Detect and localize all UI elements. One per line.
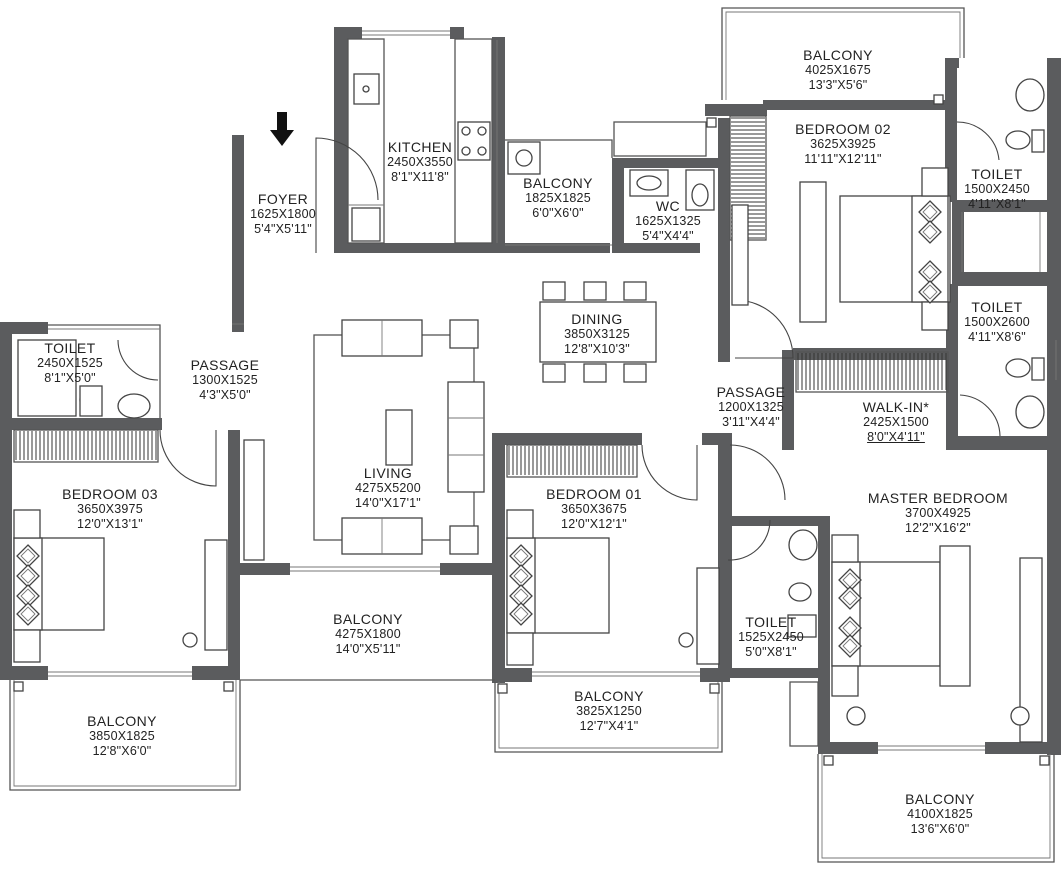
room-name: BALCONY — [905, 791, 975, 807]
room-size-metric: 1625X1325 — [635, 214, 701, 228]
room-label-bedroom-03: BEDROOM 03 3650X3975 12'0"X13'1" — [62, 487, 158, 532]
room-size-imperial: 4'11"X8'1" — [968, 197, 1026, 211]
room-label-walkin: WALK-IN* 2425X1500 8'0"X4'11" — [863, 400, 929, 445]
room-label-balcony-b03: BALCONY 3850X1825 12'8"X6'0" — [87, 714, 157, 759]
room-size-imperial: 12'7"X4'1" — [579, 719, 639, 733]
room-size-imperial: 3'11"X4'4" — [722, 415, 780, 429]
room-size-metric: 3700X4925 — [905, 506, 971, 520]
fixtures — [13, 73, 1050, 766]
room-name: WALK-IN* — [862, 399, 930, 415]
room-size-metric: 3625X3925 — [810, 137, 876, 151]
room-size-imperial: 6'0"X6'0" — [532, 206, 584, 220]
room-name: TOILET — [44, 340, 96, 356]
doors — [117, 121, 1001, 561]
room-size-metric: 1300X1525 — [192, 373, 258, 387]
room-name: PASSAGE — [716, 384, 786, 400]
room-label-passage-left: PASSAGE 1300X1525 4'3"X5'0" — [191, 358, 260, 403]
room-name: TOILET — [745, 614, 797, 630]
room-name: TOILET — [971, 299, 1023, 315]
room-size-metric: 2450X1525 — [37, 356, 103, 370]
room-label-bedroom-02: BEDROOM 02 3625X3925 11'11"X12'11" — [795, 122, 891, 167]
room-label-foyer: FOYER 1625X1800 5'4"X5'11" — [250, 192, 316, 237]
room-name: FOYER — [257, 191, 309, 207]
room-label-balcony-b01: BALCONY 3825X1250 12'7"X4'1" — [574, 689, 644, 734]
room-name: BALCONY — [333, 611, 403, 627]
room-name: BALCONY — [87, 713, 157, 729]
room-label-dining: DINING 3850X3125 12'8"X10'3" — [564, 312, 630, 357]
room-label-balcony-living: BALCONY 4275X1800 14'0"X5'11" — [333, 612, 403, 657]
room-size-metric: 4100X1825 — [907, 807, 973, 821]
room-label-toilet-b02: TOILET 1500X2450 4'11"X8'1" — [964, 167, 1030, 212]
entry-arrow-icon — [270, 112, 294, 146]
walls — [0, 27, 1061, 755]
room-size-metric: 3825X1250 — [576, 704, 642, 718]
room-size-imperial: 12'0"X12'1" — [561, 517, 627, 531]
room-size-metric: 2425X1500 — [863, 415, 929, 429]
room-size-imperial: 12'0"X13'1" — [77, 517, 143, 531]
room-size-imperial: 13'3"X5'6" — [808, 78, 868, 92]
room-size-metric: 1625X1800 — [250, 207, 316, 221]
room-label-kitchen: KITCHEN 2450X3550 8'1"X11'8" — [387, 140, 453, 185]
room-size-metric: 2450X3550 — [387, 155, 453, 169]
room-size-metric: 1500X2600 — [964, 315, 1030, 329]
room-size-metric: 3850X1825 — [89, 729, 155, 743]
room-size-imperial: 12'2"X16'2" — [905, 521, 971, 535]
room-size-imperial: 5'0"X8'1" — [745, 645, 797, 659]
room-size-metric: 3650X3675 — [561, 502, 627, 516]
room-name: BALCONY — [523, 175, 593, 191]
room-size-imperial: 13'6"X6'0" — [910, 822, 970, 836]
room-size-imperial: 4'3"X5'0" — [199, 388, 251, 402]
room-size-imperial: 14'0"X17'1" — [355, 496, 421, 510]
room-label-bedroom-01: BEDROOM 01 3650X3675 12'0"X12'1" — [546, 487, 642, 532]
room-size-metric: 1825X1825 — [525, 191, 591, 205]
room-size-metric: 4275X5200 — [355, 481, 421, 495]
room-name: DINING — [571, 311, 623, 327]
room-size-imperial: 5'4"X5'11" — [254, 222, 312, 236]
room-name: BEDROOM 01 — [546, 486, 642, 502]
room-name: KITCHEN — [387, 139, 453, 155]
room-size-imperial: 12'8"X6'0" — [92, 744, 152, 758]
outlines — [9, 7, 1057, 863]
room-size-imperial: 8'1"X5'0" — [44, 371, 96, 385]
room-size-imperial: 11'11"X12'11" — [804, 152, 882, 166]
room-size-metric: 1200X1325 — [718, 400, 784, 414]
room-size-imperial: 4'11"X8'6" — [968, 330, 1026, 344]
room-name: BEDROOM 03 — [62, 486, 158, 502]
room-size-metric: 4025X1675 — [805, 63, 871, 77]
room-name: BEDROOM 02 — [795, 121, 891, 137]
room-label-balcony-top: BALCONY 4025X1675 13'3"X5'6" — [803, 48, 873, 93]
room-label-master: MASTER BEDROOM 3700X4925 12'2"X16'2" — [868, 491, 1008, 536]
room-size-imperial: 12'8"X10'3" — [564, 342, 630, 356]
room-label-living: LIVING 4275X5200 14'0"X17'1" — [355, 466, 421, 511]
room-label-passage-mid: PASSAGE 1200X1325 3'11"X4'4" — [717, 385, 786, 430]
room-size-metric: 1500X2450 — [964, 182, 1030, 196]
room-name: PASSAGE — [190, 357, 260, 373]
room-label-toilet-master: TOILET 1500X2600 4'11"X8'6" — [964, 300, 1030, 345]
room-size-metric: 3850X3125 — [564, 327, 630, 341]
room-name: TOILET — [971, 166, 1023, 182]
room-label-balcony-master: BALCONY 4100X1825 13'6"X6'0" — [905, 792, 975, 837]
room-name: MASTER BEDROOM — [867, 490, 1009, 506]
room-size-metric: 4275X1800 — [335, 627, 401, 641]
room-label-balcony-kitchen: BALCONY 1825X1825 6'0"X6'0" — [523, 176, 593, 221]
room-size-imperial: 5'4"X4'4" — [642, 229, 694, 243]
room-size-imperial: 8'1"X11'8" — [391, 170, 449, 184]
stair-hatching — [13, 115, 949, 478]
room-size-metric: 3650X3975 — [77, 502, 143, 516]
room-label-toilet-b03: TOILET 2450X1525 8'1"X5'0" — [37, 341, 103, 386]
room-label-wc: WC 1625X1325 5'4"X4'4" — [635, 199, 701, 244]
room-size-metric: 1525X2450 — [738, 630, 804, 644]
room-name: LIVING — [363, 465, 413, 481]
room-size-imperial: 14'0"X5'11" — [335, 642, 401, 656]
room-name: WC — [655, 198, 681, 214]
room-name: BALCONY — [574, 688, 644, 704]
room-label-toilet-b01: TOILET 1525X2450 5'0"X8'1" — [738, 615, 804, 660]
room-size-imperial: 8'0"X4'11" — [867, 430, 925, 444]
room-name: BALCONY — [803, 47, 873, 63]
